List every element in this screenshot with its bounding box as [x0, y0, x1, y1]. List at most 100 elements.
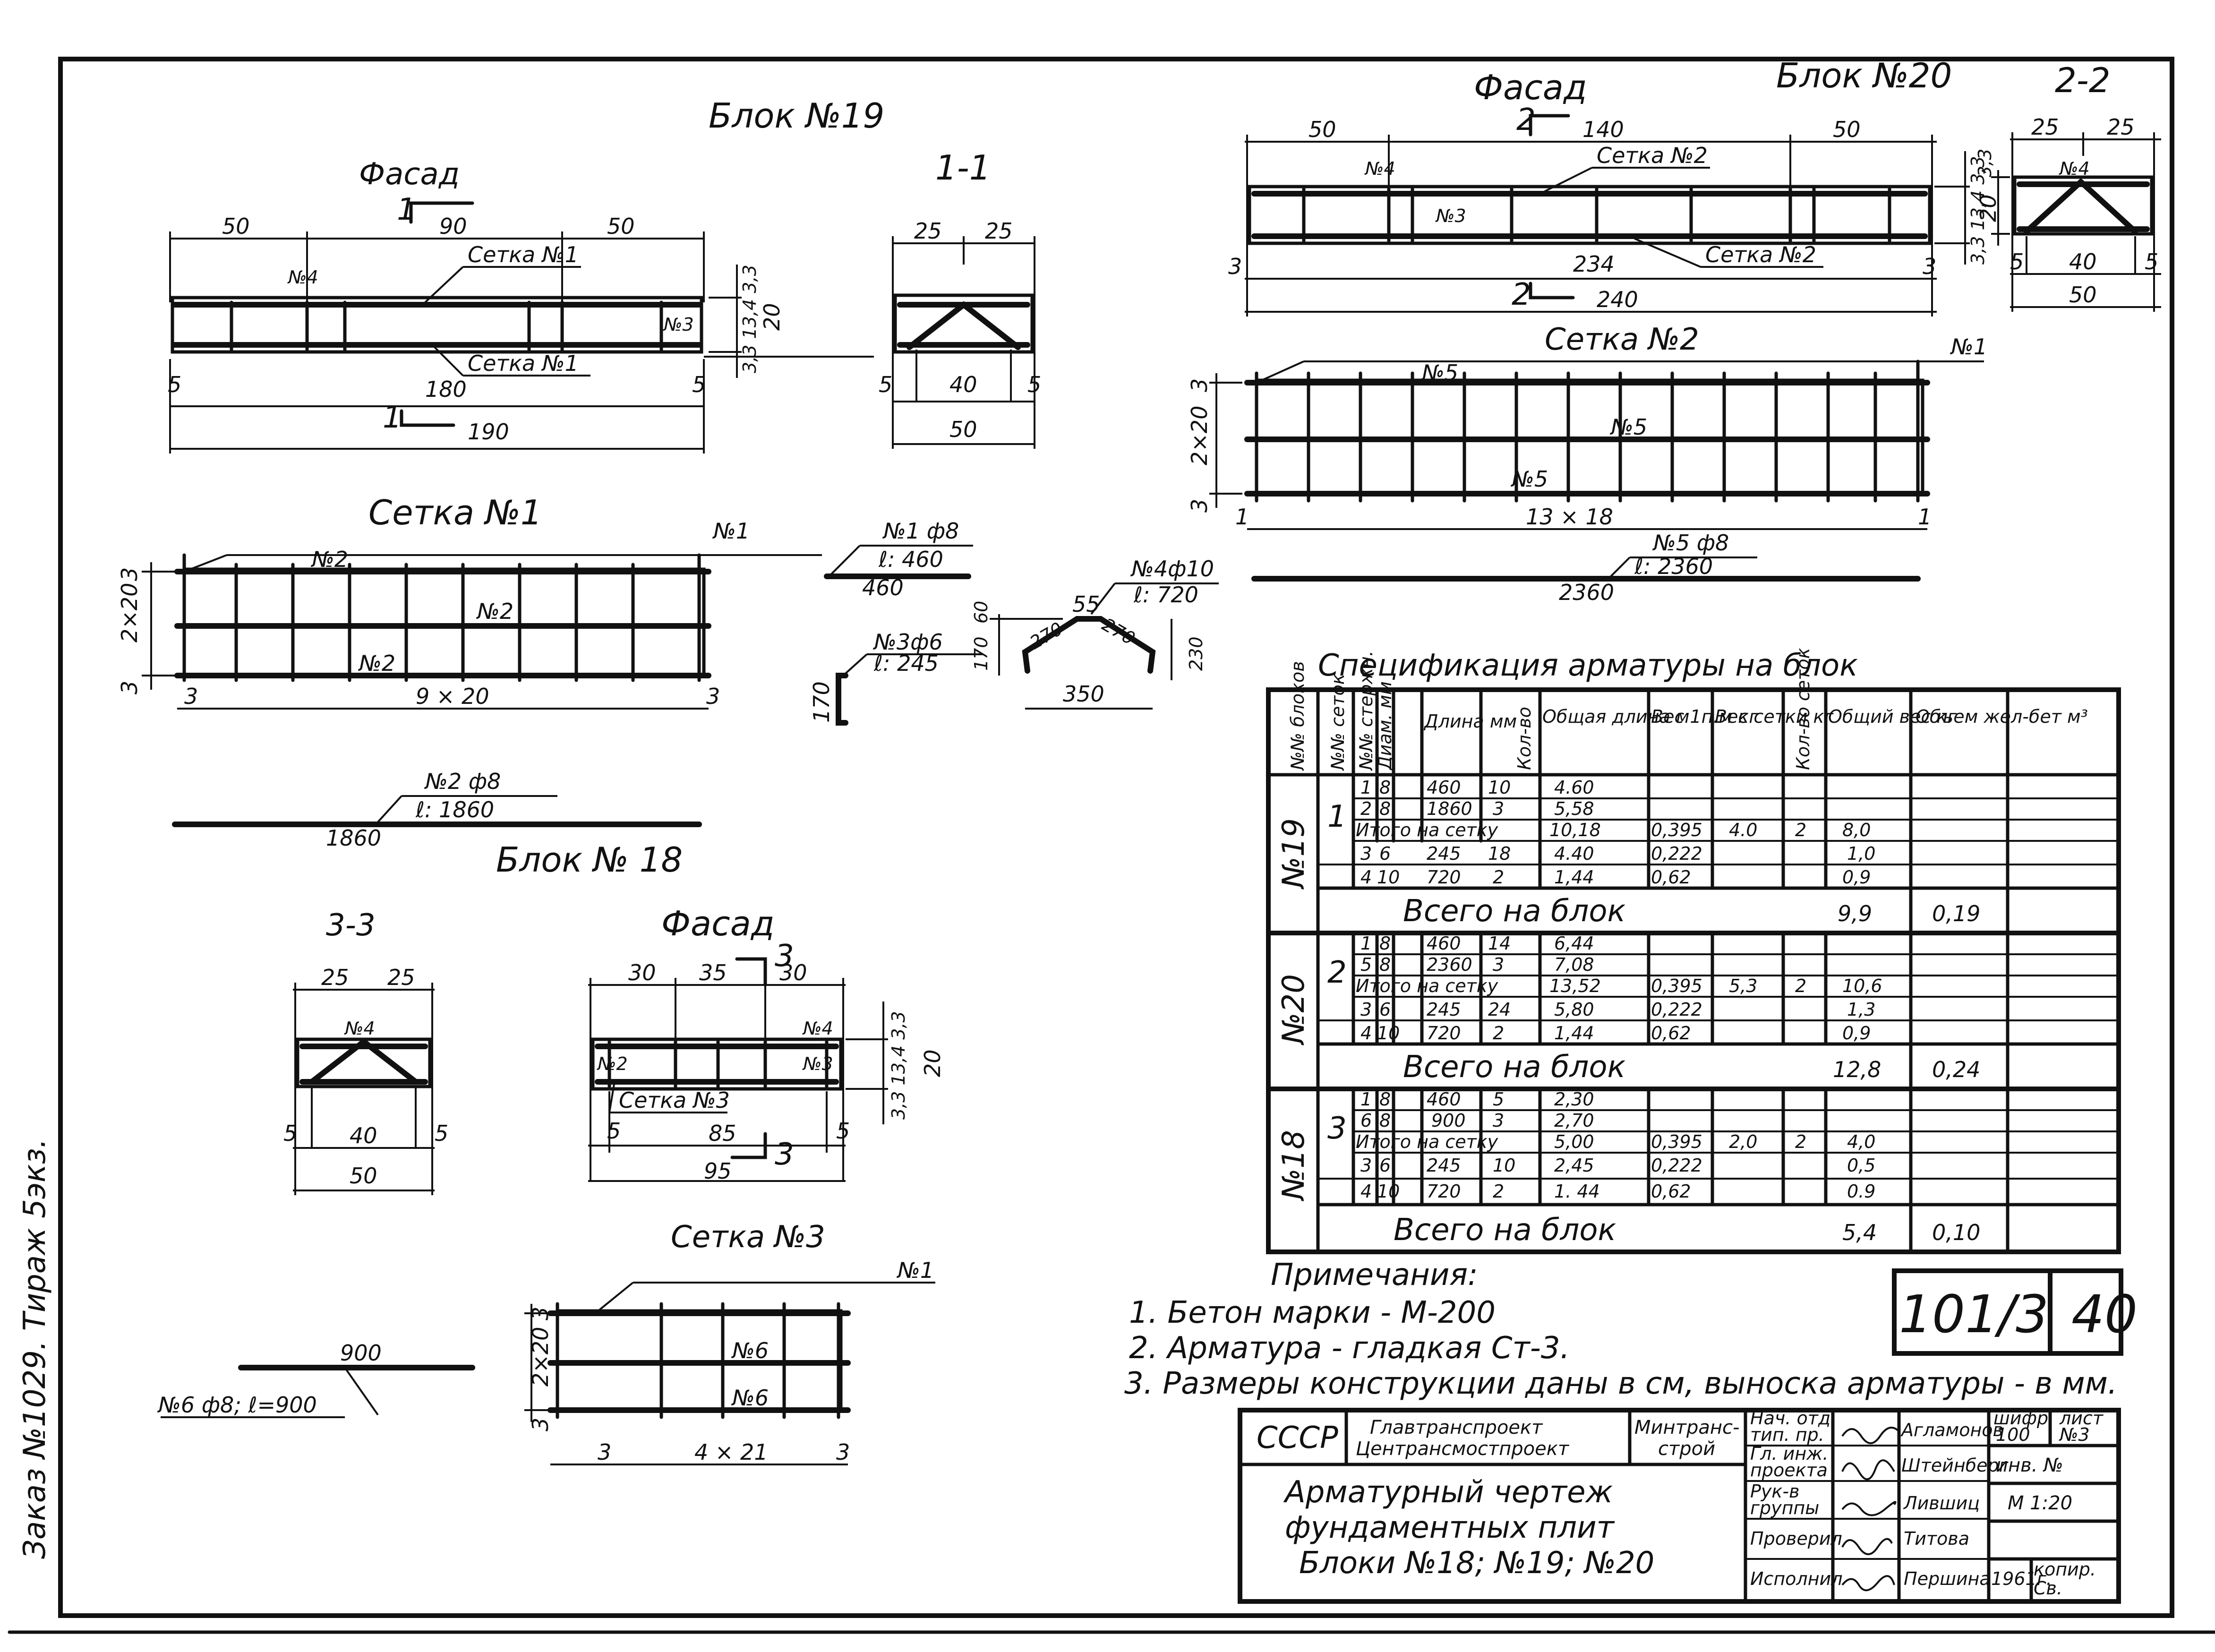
tb-scale: М 1:20 — [2008, 1492, 2072, 1514]
tb-cipher-label: шифр — [1993, 1408, 2048, 1429]
block19-sec-dim-40: 40 — [949, 372, 977, 397]
block20-dim-234: 234 — [1573, 251, 1615, 277]
note-2: 2. Арматура - гладкая Ст-3. — [1129, 1331, 1570, 1366]
spec-b18-e2-wtot: 0.9 — [1847, 1181, 1875, 1202]
spec-b20-e2-bar: 4 — [1360, 1023, 1372, 1044]
mesh3-left-dim-3: 3 — [528, 1418, 553, 1431]
spec-header-bars: №№ стержн. — [1356, 651, 1377, 771]
block20-section-truss — [2024, 178, 2138, 234]
spec-b20-r1-len: 460 — [1427, 933, 1461, 954]
spec-b19-e1-qty: 18 — [1488, 843, 1511, 864]
spec-b18-r2-bar: 6 — [1360, 1110, 1372, 1131]
signature-1 — [1841, 1427, 1900, 1444]
block19-title: Блок №19 — [709, 96, 884, 136]
signature-5 — [1841, 1575, 1895, 1592]
bar3-label: №3ф6 — [872, 629, 943, 655]
spec-b20-e1-w1: 0,222 — [1651, 999, 1702, 1020]
spec-b19-r2-qty: 3 — [1493, 798, 1504, 819]
spec-b18-e1-bar: 3 — [1360, 1155, 1372, 1176]
bar6-label: №6 ф8; ℓ=900 — [157, 1392, 317, 1418]
spec-b19-r1-len: 460 — [1427, 777, 1461, 798]
notes: Примечания: 1. Бетон марки - М-200 2. Ар… — [1124, 1258, 2117, 1401]
mesh1-bottom-dim: 9 × 20 — [416, 684, 489, 709]
block20-dim-top-2: 140 — [1582, 117, 1624, 142]
spec-b20-r1-qty: 14 — [1488, 933, 1511, 954]
block18-dim-95: 95 — [704, 1158, 732, 1184]
mesh2-dim-1-right: 1 — [1918, 504, 1932, 530]
block18-sec-dim-5-right: 5 — [435, 1121, 448, 1146]
spec-header-w1: Вес 1п.м кг — [1651, 706, 1759, 727]
block19-vert-dims: 3,3 13,4 3,3 — [739, 265, 760, 373]
spec-b18-e1-d: 6 — [1379, 1155, 1391, 1176]
spec-b18-r1-total: 2,30 — [1554, 1089, 1594, 1110]
mesh3-n6-bot: №6 — [731, 1385, 769, 1411]
spec-b18-e2-total: 1. 44 — [1554, 1181, 1600, 1202]
spec-b19-sub-nmesh: 2 — [1795, 820, 1806, 840]
block19-dim-top-3: 50 — [607, 214, 635, 239]
block20-sec-dim-20: 20 — [1976, 194, 2001, 222]
bar2-dim: 1860 — [326, 825, 381, 851]
spec-b19-sub-wmesh: 4.0 — [1729, 820, 1757, 840]
block20-section-body — [2013, 175, 2154, 236]
mesh2-left-dim-1: 3 — [1187, 378, 1212, 392]
block18-sec-dim-5-left: 5 — [283, 1121, 297, 1146]
spec-b18-e1-qty: 10 — [1493, 1155, 1515, 1176]
spec-b19-e2-qty: 2 — [1493, 867, 1504, 888]
block18-n2-label: №2 — [597, 1053, 628, 1074]
spec-b18-r2-d: 8 — [1379, 1110, 1391, 1131]
spec-b20-block: №20 — [1276, 974, 1311, 1045]
block20-dim-3-right: 3 — [1923, 254, 1936, 279]
title-block: СССР Главтранспроект Центрансмостпроект … — [1238, 1408, 2121, 1604]
spec-header-qty: Кол-во — [1514, 707, 1535, 770]
block20-sec-n4: №4 — [2059, 158, 2090, 179]
block20-group: Фасад Блок №20 2 50 140 50 №4 №3 Сетка №… — [1228, 56, 2161, 317]
block19-section-title: 1-1 — [935, 148, 991, 188]
block19-group: Блок №19 Фасад 1 50 90 50 №4 №3 Сетка №1… — [168, 96, 1041, 454]
spec-b19-e1-wtot: 1,0 — [1847, 843, 1875, 864]
block20-dim-top-3: 50 — [1833, 117, 1861, 142]
spec-b20-sum-label: Всего на блок — [1403, 1050, 1626, 1085]
block18-section-mark-bottom: 3 — [775, 1137, 794, 1172]
spec-b19-e2-len: 720 — [1427, 867, 1461, 888]
mesh2-dim-1-left: 1 — [1235, 504, 1249, 530]
spec-b19-e2-w1: 0,62 — [1651, 867, 1691, 888]
block18-dim-85: 85 — [709, 1121, 736, 1146]
spec-b19-e2-total: 1,44 — [1554, 867, 1594, 888]
bar2-label: №2 ф8 — [424, 769, 501, 794]
spec-b18-r1-bar: 1 — [1360, 1089, 1372, 1110]
mesh1-n2-top: №2 — [310, 547, 348, 572]
spec-b20-e2-len: 720 — [1427, 1023, 1461, 1044]
spec-b20-sub-w1: 0,395 — [1651, 976, 1702, 996]
spec-b19-r2-d: 8 — [1379, 798, 1391, 819]
tb-name-4: Титова — [1904, 1528, 1969, 1549]
block19-mesh-top-label: Сетка №1 — [468, 242, 579, 267]
spec-b19-sub-total: 10,18 — [1549, 820, 1601, 840]
spec-b20-r2-bar: 5 — [1360, 954, 1372, 975]
spec-b18-e1-w1: 0,222 — [1651, 1155, 1702, 1176]
spec-b18-sub-label: Итого на сетку — [1356, 1131, 1498, 1152]
spec-b19-sub-w1: 0,395 — [1651, 820, 1702, 840]
spec-b20-sub-wtot: 10,6 — [1842, 976, 1882, 996]
spec-b18-e1-wtot: 0,5 — [1847, 1155, 1875, 1176]
spec-header-wmesh: Вес сетки кг — [1715, 706, 1834, 727]
spec-b20-e1-bar: 3 — [1360, 999, 1372, 1020]
bar1-label: №1 ф8 — [882, 518, 959, 544]
mesh2-bottom-dim: 13 × 18 — [1526, 504, 1613, 530]
tb-ministry-1: Минтранс- — [1634, 1417, 1739, 1438]
block19-facade-label: Фасад — [359, 157, 460, 192]
bar6-dim: 900 — [340, 1340, 382, 1366]
mesh3-dim-3-right: 3 — [836, 1439, 850, 1465]
block20-facade-body — [1248, 185, 1932, 245]
spec-header-wtot: Общий вес кг — [1828, 706, 1957, 727]
spec-b18-r2-total: 2,70 — [1554, 1110, 1594, 1131]
mesh3-dim-3-left: 3 — [598, 1439, 611, 1465]
spec-b20-e2-total: 1,44 — [1554, 1023, 1594, 1044]
tb-role-1: Нач. отд — [1750, 1408, 1830, 1429]
mesh3-title: Сетка №3 — [671, 1220, 825, 1255]
bar3-shape — [836, 673, 848, 726]
spec-b18-r2-qty: 3 — [1493, 1110, 1504, 1131]
spec-header-nmesh: Кол-во сеток — [1793, 648, 1813, 770]
mesh3-bottom-dim: 4 × 21 — [694, 1439, 768, 1465]
block18-group: Блок № 18 3-3 Фасад 25 25 №4 5 40 5 50 3… — [283, 840, 945, 1195]
block19-n4-label: №4 — [287, 267, 318, 288]
